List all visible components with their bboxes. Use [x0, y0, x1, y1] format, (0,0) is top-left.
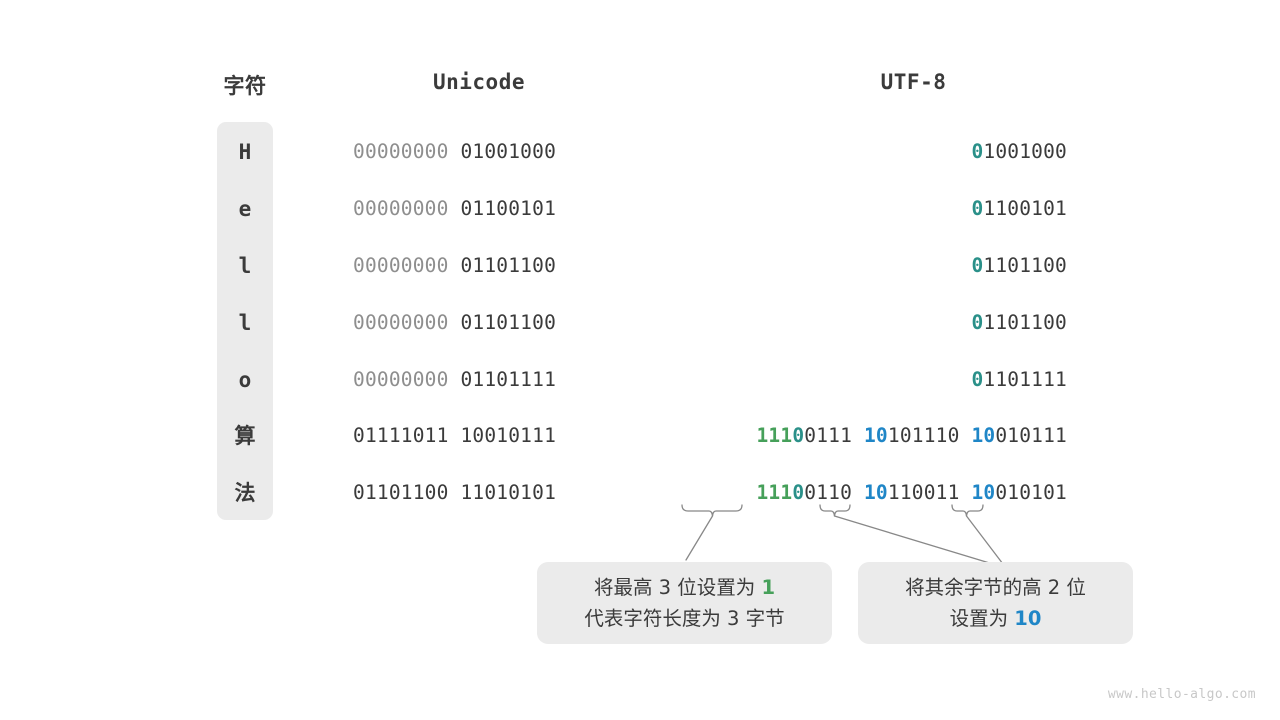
- utf8-byte-payload: 010101: [995, 481, 1067, 504]
- utf8-byte-prefix: 111: [756, 424, 793, 447]
- unicode-code-point: 00000000 01100101: [353, 196, 605, 222]
- utf8-byte-payload: 110011: [887, 481, 960, 504]
- character-cell: l: [238, 311, 252, 335]
- callout-leading-bits: 将最高 3 位设置为 1 代表字符长度为 3 字节: [537, 562, 832, 644]
- utf8-byte: 10010111: [971, 424, 1067, 447]
- callout-right-bit-value: 10: [1014, 607, 1042, 630]
- utf8-byte-payload: 1100101: [983, 197, 1067, 220]
- utf8-encoding: 01101111: [640, 367, 1067, 393]
- callout-left-count: 3: [658, 576, 672, 599]
- unicode-high-byte: 00000000: [353, 140, 449, 163]
- site-watermark: www.hello-algo.com: [1107, 687, 1256, 702]
- utf8-encoding: 11100110 10110011 10010101: [640, 480, 1067, 506]
- unicode-code-point: 01111011 10010111: [353, 423, 605, 449]
- utf8-byte: 11100110: [756, 481, 852, 504]
- callout-left-line-2: 代表字符长度为 3 字节: [584, 607, 785, 630]
- utf8-byte: 10101110: [864, 424, 960, 447]
- utf8-byte-payload: 101110: [887, 424, 960, 447]
- unicode-high-byte: 00000000: [353, 197, 449, 220]
- unicode-low-byte: 11010101: [460, 481, 557, 504]
- utf8-byte: 10110011: [864, 481, 960, 504]
- unicode-low-byte: 10010111: [460, 424, 557, 447]
- utf8-byte-prefix: 0: [971, 197, 984, 220]
- character-cell: 算: [234, 424, 256, 448]
- utf8-encoding: 01101100: [640, 253, 1067, 279]
- utf8-byte-payload: 0110: [804, 481, 853, 504]
- unicode-high-byte: 00000000: [353, 368, 449, 391]
- utf8-byte-prefix: 10: [971, 481, 996, 504]
- utf8-byte-prefix-terminator: 0: [792, 481, 805, 504]
- character-cell: H: [238, 140, 252, 164]
- utf8-byte: 01101100: [971, 254, 1067, 277]
- utf8-encoding: 01100101: [640, 196, 1067, 222]
- utf8-byte-prefix: 0: [971, 368, 984, 391]
- utf8-byte-prefix: 10: [971, 424, 996, 447]
- utf8-byte-prefix: 0: [971, 311, 984, 334]
- utf8-byte: 01101111: [971, 368, 1067, 391]
- callout-left-line-1: 将最高 3 位设置为 1: [594, 572, 775, 603]
- column-header-utf8: UTF-8: [880, 70, 947, 94]
- utf8-encoding: 01101100: [640, 310, 1067, 336]
- utf8-byte-payload: 1101100: [983, 311, 1067, 334]
- utf8-byte-payload: 1101100: [983, 254, 1067, 277]
- utf8-byte: 10010101: [971, 481, 1067, 504]
- utf8-encoding: 01001000: [640, 139, 1067, 165]
- callout-right-line-1: 将其余字节的高 2 位: [905, 576, 1086, 599]
- utf8-byte-prefix: 10: [863, 424, 888, 447]
- unicode-low-byte: 01101100: [460, 311, 557, 334]
- unicode-high-byte: 00000000: [353, 254, 449, 277]
- utf8-byte: 01001000: [971, 140, 1067, 163]
- unicode-high-byte: 01111011: [353, 424, 449, 447]
- unicode-code-point: 00000000 01001000: [353, 139, 605, 165]
- character-cell: e: [238, 197, 252, 221]
- unicode-code-point: 00000000 01101100: [353, 253, 605, 279]
- column-header-unicode: Unicode: [432, 70, 525, 94]
- unicode-code-point: 01101100 11010101: [353, 480, 605, 506]
- utf8-byte-payload: 010111: [995, 424, 1067, 447]
- character-cell: o: [238, 368, 252, 392]
- unicode-low-byte: 01100101: [460, 197, 557, 220]
- callout-right-line-2: 设置为 10: [950, 603, 1042, 634]
- callout-continuation-bits: 将其余字节的高 2 位 设置为 10: [858, 562, 1133, 644]
- unicode-code-point: 00000000 01101100: [353, 310, 605, 336]
- unicode-low-byte: 01001000: [460, 140, 557, 163]
- utf8-byte-prefix: 111: [756, 481, 793, 504]
- utf8-byte-payload: 0111: [804, 424, 853, 447]
- utf8-byte: 11100111: [756, 424, 852, 447]
- utf8-encoding: 11100111 10101110 10010111: [640, 423, 1067, 449]
- utf8-byte-payload: 1001000: [983, 140, 1067, 163]
- unicode-low-byte: 01101111: [460, 368, 557, 391]
- unicode-low-byte: 01101100: [460, 254, 557, 277]
- utf8-byte: 01101100: [971, 311, 1067, 334]
- callout-right-text-a: 设置为: [949, 607, 1015, 630]
- callout-left-text-a: 将最高: [593, 576, 659, 599]
- unicode-code-point: 00000000 01101111: [353, 367, 605, 393]
- character-cell: 法: [234, 481, 256, 505]
- utf8-byte-prefix: 0: [971, 254, 984, 277]
- column-header-character: 字符: [223, 74, 267, 98]
- utf8-byte-payload: 1101111: [983, 368, 1067, 391]
- utf8-byte-prefix: 0: [971, 140, 984, 163]
- callout-left-bit-value: 1: [761, 576, 776, 599]
- unicode-high-byte: 01101100: [353, 481, 449, 504]
- utf8-byte: 01100101: [971, 197, 1067, 220]
- utf8-byte-prefix: 10: [863, 481, 888, 504]
- callout-left-text-b: 位设置为: [671, 576, 762, 599]
- character-cell: l: [238, 254, 252, 278]
- utf8-byte-prefix-terminator: 0: [792, 424, 805, 447]
- unicode-high-byte: 00000000: [353, 311, 449, 334]
